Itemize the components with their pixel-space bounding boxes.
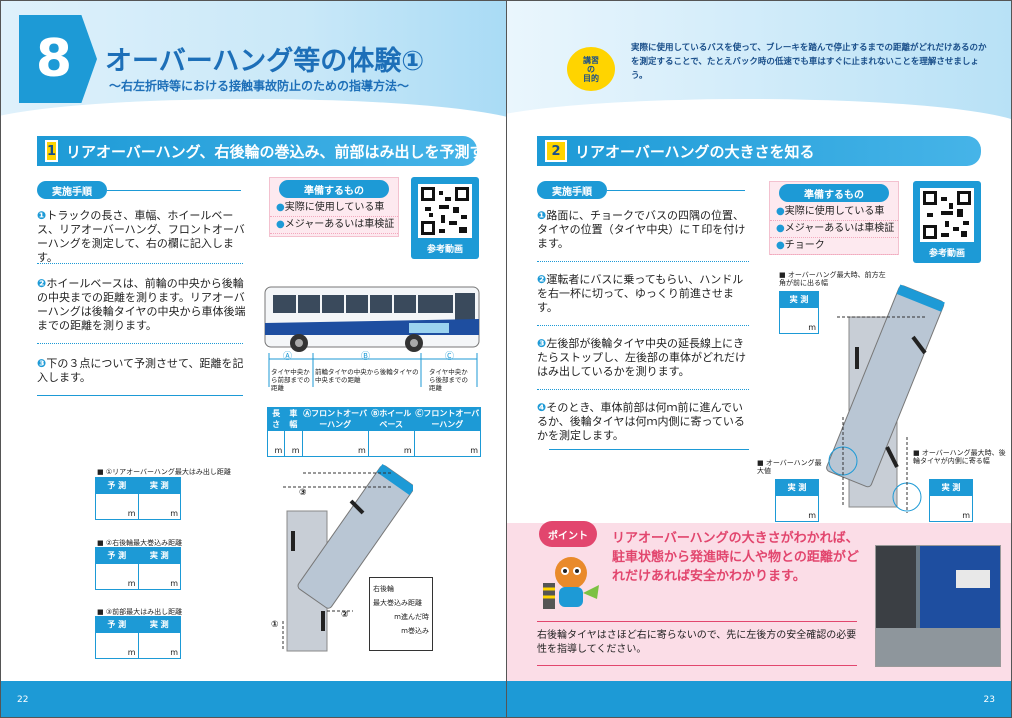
footer-bar [1, 681, 506, 717]
overhang-bus-diagram [826, 284, 945, 513]
prep-box: 準備するもの ●実際に使用している車 ●メジャーあるいは車検証 [269, 177, 399, 237]
predict-cell[interactable]: m [95, 632, 139, 659]
measurement-table: 長 さ 車 幅 Ⓐフロントオーバーハング Ⓑホイールベース Ⓒフロントオーバーハ… [266, 407, 482, 457]
measure-title-max: ■ オーバーハング最大値 [757, 459, 822, 475]
qr-code-icon [418, 184, 472, 238]
prep-label: 準備するもの [279, 180, 389, 198]
bus-rear-photo [875, 545, 1001, 667]
circle-label-2: ② [341, 610, 349, 620]
section-header-1: 1 リアオーバーハング、右後輪の巻込み、前部はみ出しを予測する [37, 136, 500, 166]
prep-label: 準備するもの [779, 184, 889, 202]
purpose-badge: 講習 の 目的 [567, 47, 615, 91]
predict-cell[interactable]: m [95, 493, 139, 520]
measure-table-max: 実 測 m [775, 479, 819, 522]
step-3: ❸左後部が後輪タイヤ中央の延長線上にきたらストップし、左後部の車体がどれだけはみ… [537, 337, 746, 378]
purpose-text: 実際に使用しているバスを使って、ブレーキを踏んで停止するまでの距離がどれだけある… [631, 43, 987, 81]
step-4: ❹そのとき、車体前部は何ｍ前に進んでいるか、後輪タイヤは何ｍ内側に寄っているかを… [537, 401, 745, 442]
circle-label-3: ③ [299, 488, 307, 498]
note-box: 右後輪 最大巻込み距離 m進んだ時 m巻込み [369, 577, 433, 651]
dim-label-a: Ⓐ [283, 352, 293, 362]
section-number: 1 [45, 140, 59, 162]
section-title: リアオーバーハング、右後輪の巻込み、前部はみ出しを予測する [66, 142, 500, 161]
measure-title-front: ■ オーバーハング最大時、前方左角が前に出る幅 [779, 271, 886, 287]
dim-label-b: Ⓑ [361, 352, 371, 362]
step-1: ❶トラックの長さ、車幅、ホイールベース、リアオーバーハング、フロントオーバーハン… [37, 209, 245, 264]
dim-label-c: Ⓒ [445, 352, 455, 362]
page-number: 22 [17, 695, 29, 705]
measure-cell[interactable]: m [284, 430, 303, 457]
page-subtitle: ～右左折時等における接触事故防止のための指導方法～ [109, 79, 410, 93]
prep-item: ●メジャーあるいは車検証 [270, 217, 398, 234]
qr-code-card[interactable]: 参考動画 [913, 181, 981, 263]
prep-item: ●メジャーあるいは車検証 [770, 221, 898, 238]
section-title: リアオーバーハングの大きさを知る [575, 142, 815, 161]
procedure-label: 実施手順 [37, 181, 107, 199]
measure-cell[interactable]: m [367, 430, 415, 457]
predict-title-1: ■ ①リアオーバーハング最大はみ出し距離 [97, 468, 231, 476]
step-1: ❶路面に、チョークでバスの四隅の位置、タイヤの位置（タイヤ中央）にＴ印を付けます… [537, 209, 746, 250]
prep-item: ●チョーク [770, 238, 898, 255]
dim-caption-c: タイヤ中央から後部までの距離 [429, 368, 468, 392]
actual-cell[interactable]: m [137, 632, 181, 659]
step-2: ❷ホイールベースは、前輪の中央から後輪の中央までの距離を測ります。リアオーバーハ… [37, 277, 246, 332]
actual-cell[interactable]: m [775, 495, 819, 522]
footer-bar [507, 681, 1011, 717]
qr-caption: 参考動画 [426, 245, 463, 255]
step-3: ❸下の３点について予測させて、距離を記入します。 [37, 357, 244, 384]
measure-title-rear: ■ オーバーハング最大時、後輪タイヤが内側に寄る幅 [913, 449, 1006, 465]
actual-cell[interactable]: m [137, 493, 181, 520]
point-badge: ポイント [539, 521, 597, 547]
actual-cell[interactable]: m [779, 307, 819, 334]
turning-bus-diagram [282, 463, 413, 652]
left-page: 8 オーバーハング等の体験① ～右左折時等における接触事故防止のための指導方法～… [0, 0, 506, 718]
page-title: オーバーハング等の体験① [105, 46, 425, 77]
measure-cell[interactable]: m [413, 430, 482, 457]
prep-item: ●実際に使用している車 [770, 204, 898, 221]
actual-cell[interactable]: m [929, 495, 973, 522]
qr-code-icon [920, 188, 974, 242]
predict-title-3: ■ ③前部最大はみ出し距離 [97, 608, 183, 616]
qr-code-card[interactable]: 参考動画 [411, 177, 479, 259]
point-note: 右後輪タイヤはさほど右に寄らないので、先に左後方の安全確認の必要性を指導してくだ… [537, 630, 857, 655]
predict-cell[interactable]: m [95, 563, 139, 590]
predict-title-2: ■ ②右後輪最大巻込み距離 [97, 539, 183, 547]
circle-label-1: ① [271, 620, 279, 630]
right-page: 講習 の 目的 実際に使用しているバスを使って、ブレーキを踏んで停止するまでの距… [506, 0, 1012, 718]
section-header-2: 2 リアオーバーハングの大きさを知る [537, 136, 981, 166]
dim-caption-a: タイヤ中央から前部までの距離 [271, 368, 310, 392]
prep-item: ●実際に使用している車 [270, 200, 398, 217]
prep-box: 準備するもの ●実際に使用している車 ●メジャーあるいは車検証 ●チョーク [769, 181, 899, 255]
bus-side-illustration [264, 286, 480, 387]
chapter-badge [19, 15, 97, 103]
measure-cell[interactable]: m [266, 430, 286, 457]
dim-caption-b: 前輪タイヤの中央から後輪タイヤの中央までの距離 [315, 368, 419, 384]
measure-cell[interactable]: m [301, 430, 369, 457]
section-number: 2 [545, 140, 567, 162]
raccoon-mascot-icon [543, 557, 599, 609]
chapter-number: 8 [35, 29, 73, 89]
actual-cell[interactable]: m [137, 563, 181, 590]
measure-table-front: 実 測 m [779, 291, 819, 334]
point-text: リアオーバーハングの大きさがわかれば、駐車状態から発進時に人や物との距離がどれだ… [612, 531, 859, 584]
step-2: ❷運転者にバスに乗ってもらい、ハンドルを右一杯に切って、ゆっくり前進させます。 [537, 273, 744, 314]
procedure-label: 実施手順 [537, 181, 607, 199]
page-number: 23 [983, 695, 995, 705]
qr-caption: 参考動画 [928, 249, 965, 259]
measure-table-rear: 実 測 m [929, 479, 973, 522]
